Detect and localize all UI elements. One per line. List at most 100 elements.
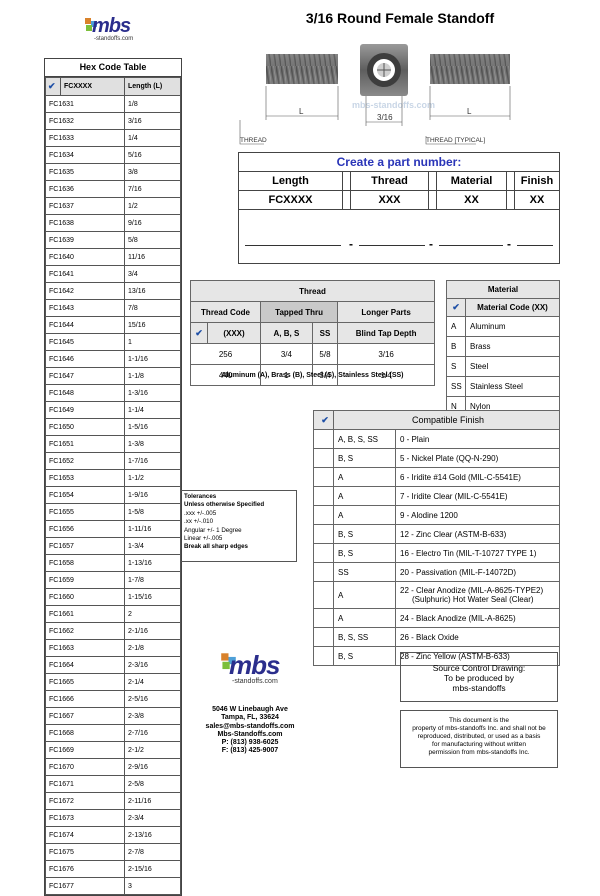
finish-material-cell: B, S: [333, 646, 396, 666]
hex-length-cell: 1-1/4: [124, 401, 181, 419]
longer-parts-header: Longer Parts: [337, 301, 435, 323]
hex-code-cell: FC1664: [45, 656, 125, 674]
dim-left-label: L: [299, 107, 304, 116]
finish-blank-cell: [313, 448, 334, 468]
tapped-thru-header: Tapped Thru: [259, 301, 339, 323]
hex-code-cell: FC1656: [45, 520, 125, 538]
hex-length-cell: 1-1/8: [124, 367, 181, 385]
pn-spacer: [429, 191, 437, 209]
dim-mid-label: 3/16: [377, 113, 393, 122]
hex-length-cell: 3: [124, 877, 181, 895]
finish-blank-cell: [313, 562, 334, 582]
checkmark-icon: ✔: [313, 410, 334, 430]
pn-spacer: [343, 172, 351, 190]
hex-code-cell: FC1660: [45, 588, 125, 606]
hex-length-cell: 1/8: [124, 95, 181, 113]
hex-length-cell: 2-9/16: [124, 758, 181, 776]
hex-length-cell: 7/8: [124, 299, 181, 317]
hex-length-cell: 1-3/8: [124, 435, 181, 453]
notice-line: for manufacturing without written: [432, 741, 526, 748]
hex-code-cell: FC1648: [45, 384, 125, 402]
email-link[interactable]: sales@mbs-standoffs.com: [205, 722, 295, 730]
hex-code-table: Hex Code Table ✔ FCXXXX Length (L) FC163…: [44, 58, 182, 896]
pn-separator: -: [429, 237, 433, 251]
hex-length-cell: 2: [124, 605, 181, 623]
finish-name-cell: 9 - Alodine 1200: [395, 505, 560, 525]
finish-name-cell: 16 - Electro Tin (MIL-T-10727 TYPE 1): [395, 543, 560, 563]
hex-length-cell: 1: [124, 333, 181, 351]
finish-material-cell: B, S, SS: [333, 627, 396, 647]
thread-blind-cell: 1/4: [337, 364, 435, 386]
thread-code-cell: 256: [190, 343, 261, 365]
hex-code-cell: FC1666: [45, 690, 125, 708]
hex-length-cell: 1-1/16: [124, 350, 181, 368]
hex-length-cell: 2-5/8: [124, 775, 181, 793]
hex-code-cell: FC1633: [45, 129, 125, 147]
material-code-header: Material Code (XX): [465, 298, 560, 317]
page-title: 3/16 Round Female Standoff: [305, 10, 495, 26]
hex-code-cell: FC1659: [45, 571, 125, 589]
hex-code-cell: FC1638: [45, 214, 125, 232]
hex-length-cell: 2-1/16: [124, 622, 181, 640]
thread-table-title: Thread: [190, 280, 435, 302]
pn-header-finish: Finish: [520, 175, 554, 187]
hex-code-cell: FC1675: [45, 843, 125, 861]
hex-length-cell: 3/16: [124, 112, 181, 130]
hex-code-cell: FC1663: [45, 639, 125, 657]
tolerance-line: Linear +/-.005: [184, 535, 223, 543]
thread-ss-header: SS: [311, 322, 339, 344]
hex-code-cell: FC1672: [45, 792, 125, 810]
finish-name-cell: 5 - Nickel Plate (QQ-N-290): [395, 448, 560, 468]
hex-code-cell: FC1653: [45, 469, 125, 487]
thread-footnote: Aluminum (A), Brass (B), Steel (S), Stai…: [221, 372, 404, 379]
hex-length-cell: 2-7/16: [124, 724, 181, 742]
hex-length-cell: 2-13/16: [124, 826, 181, 844]
hex-code-cell: FC1650: [45, 418, 125, 436]
notice-line: reproduced, distributed, or used as a ba…: [417, 733, 541, 740]
notice-line: This document is the: [449, 717, 509, 724]
finish-name-cell: 7 - Iridite Clear (MIL-C-5541E): [395, 486, 560, 506]
hex-code-cell: FC1637: [45, 197, 125, 215]
finish-blank-cell: [313, 543, 334, 563]
hex-length-cell: 1/4: [124, 129, 181, 147]
hex-code-cell: FC1670: [45, 758, 125, 776]
hex-length-cell: 5/16: [124, 146, 181, 164]
thread-table: Thread Thread Code Tapped Thru Longer Pa…: [190, 280, 435, 386]
finish-material-cell: A, B, S, SS: [333, 429, 396, 449]
finish-blank-cell: [313, 486, 334, 506]
phone-line: P: (813) 938-6025: [221, 739, 279, 747]
hex-length-cell: 1-3/16: [124, 384, 181, 402]
finish-material-cell: B, S: [333, 524, 396, 544]
finish-blank-cell: [313, 608, 334, 628]
hex-table-title: Hex Code Table: [45, 59, 181, 77]
hex-code-cell: FC1661: [45, 605, 125, 623]
hex-code-cell: FC1658: [45, 554, 125, 572]
hex-code-cell: FC1649: [45, 401, 125, 419]
website-link[interactable]: Mbs-Standoffs.com: [217, 730, 283, 738]
source-line: mbs-standoffs: [452, 683, 506, 693]
finish-material-cell: A: [333, 486, 396, 506]
part-number-heading: Create a part number:: [239, 153, 559, 172]
material-name-cell: Brass: [465, 336, 560, 357]
